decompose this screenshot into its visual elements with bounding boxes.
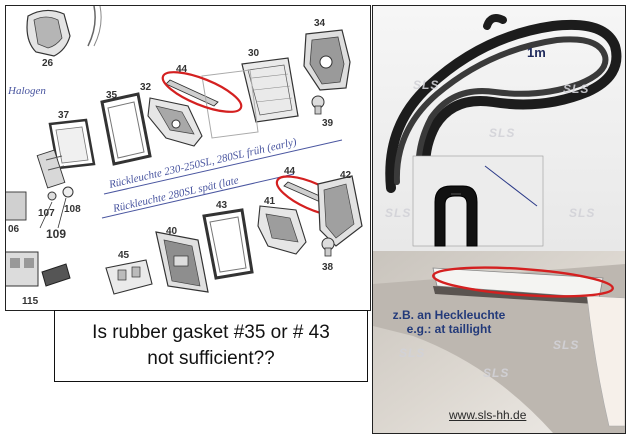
part-number-44-lower: 44 bbox=[284, 166, 296, 177]
part-number-34: 34 bbox=[314, 18, 326, 29]
taillight-caption-de: z.B. an Heckleuchte bbox=[392, 308, 506, 322]
watermark-8: SLS bbox=[553, 338, 580, 352]
part-43-drawing bbox=[202, 208, 254, 280]
watermark-6: SLS bbox=[399, 346, 426, 360]
left-edge-block-drawing bbox=[6, 191, 27, 221]
halogen-label: Halogen bbox=[7, 85, 46, 97]
website-link[interactable]: www.sls-hh.de bbox=[449, 408, 527, 422]
part-number-42: 42 bbox=[340, 170, 352, 181]
part-115-drawing bbox=[6, 251, 71, 287]
question-line-1: Is rubber gasket #35 or # 43 bbox=[92, 322, 330, 343]
parts-diagram-svg: 26 34 30 39 bbox=[6, 6, 363, 307]
part-number-115: 115 bbox=[22, 296, 39, 307]
part-number-109: 109 bbox=[46, 227, 66, 241]
question-box: Is rubber gasket #35 or # 43 not suffici… bbox=[54, 310, 368, 382]
part-30-drawing bbox=[241, 57, 299, 123]
part-26-drawing bbox=[26, 6, 102, 57]
watermark-3: SLS bbox=[563, 82, 590, 96]
part-44-upper-drawing bbox=[161, 69, 259, 139]
part-number-107: 107 bbox=[38, 208, 55, 219]
watermark-2: SLS bbox=[489, 126, 516, 140]
watermark-5: SLS bbox=[385, 206, 412, 220]
part-number-45: 45 bbox=[118, 250, 130, 261]
question-line-2: not sufficient?? bbox=[147, 348, 275, 369]
part-number-108: 108 bbox=[64, 204, 81, 215]
taillight-photo bbox=[373, 264, 625, 433]
part-number-32: 32 bbox=[140, 82, 152, 93]
part-number-30: 30 bbox=[248, 48, 260, 59]
part-number-06: 06 bbox=[8, 224, 20, 235]
part-number-26: 26 bbox=[42, 58, 54, 69]
highlight-ellipse-upper bbox=[161, 71, 243, 113]
length-label: 1m bbox=[527, 45, 546, 60]
part-35-drawing bbox=[100, 92, 152, 166]
part-34-drawing bbox=[303, 29, 351, 91]
parts-diagram: 26 34 30 39 bbox=[5, 5, 371, 311]
label-early-rule bbox=[103, 139, 343, 195]
part-39-drawing bbox=[311, 95, 325, 115]
part-41-drawing bbox=[257, 205, 307, 255]
part-number-44-upper: 44 bbox=[176, 64, 188, 75]
label-late-rule bbox=[101, 173, 295, 219]
part-107-108-drawing bbox=[39, 186, 74, 229]
question-text: Is rubber gasket #35 or # 43 not suffici… bbox=[66, 320, 356, 372]
part-number-43: 43 bbox=[216, 200, 228, 211]
part-45-drawing bbox=[105, 259, 153, 295]
part-38-drawing bbox=[321, 237, 335, 257]
part-number-35: 35 bbox=[106, 90, 118, 101]
taillight-caption: z.B. an Heckleuchte e.g.: at taillight bbox=[379, 308, 519, 336]
part-32-drawing bbox=[147, 97, 203, 147]
part-number-37: 37 bbox=[58, 110, 70, 121]
watermark-4: SLS bbox=[569, 206, 596, 220]
part-42-drawing bbox=[317, 175, 363, 247]
connector-block-drawing bbox=[36, 149, 66, 189]
part-number-41: 41 bbox=[264, 196, 276, 207]
part-number-39: 39 bbox=[322, 118, 334, 129]
part-40-drawing bbox=[155, 231, 209, 293]
product-photo: SLS SLS SLS SLS SLS SLS SLS SLS 1m z.B. … bbox=[372, 5, 626, 434]
taillight-caption-en: e.g.: at taillight bbox=[406, 322, 492, 336]
watermark-1: SLS bbox=[413, 78, 440, 92]
part-number-40: 40 bbox=[166, 226, 178, 237]
callout-line bbox=[484, 165, 538, 207]
watermark-7: SLS bbox=[483, 366, 510, 380]
rubber-strip-coil bbox=[385, 14, 622, 197]
part-number-38: 38 bbox=[322, 262, 334, 273]
highlight-ellipse-photo bbox=[432, 266, 614, 298]
product-photo-svg bbox=[373, 6, 625, 433]
profile-closeup bbox=[412, 155, 544, 247]
